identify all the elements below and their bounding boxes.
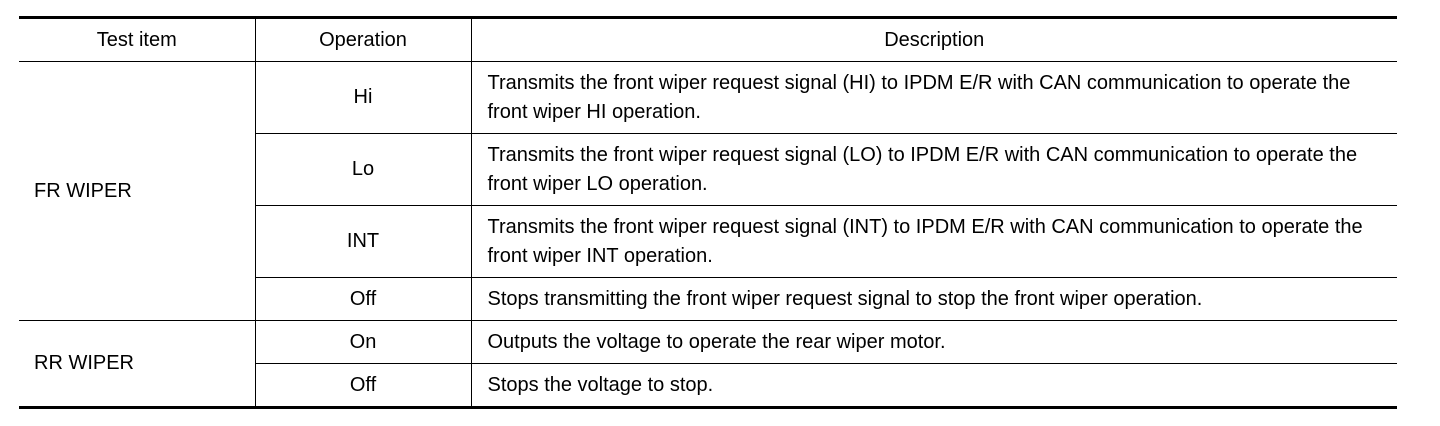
- wiper-test-table: Test item Operation Description FR WIPER…: [19, 16, 1397, 409]
- description-cell: Outputs the voltage to operate the rear …: [470, 320, 1397, 364]
- test-item-rr-wiper: RR WIPER: [19, 320, 255, 409]
- table-row: FR WIPER Hi Transmits the front wiper re…: [19, 61, 1397, 321]
- description-cell: Transmits the front wiper request signal…: [470, 61, 1397, 134]
- operation-cell: On: [254, 320, 471, 364]
- description-cell: Stops transmitting the front wiper reque…: [470, 277, 1397, 321]
- table-row: INT Transmits the front wiper request si…: [19, 205, 1397, 278]
- operation-cell: Hi: [254, 61, 471, 134]
- table-row: Off Stops the voltage to stop.: [19, 363, 1397, 409]
- header-row: Test item Operation Description: [19, 16, 1397, 62]
- operation-cell: Off: [254, 363, 471, 409]
- table-row: Off Stops transmitting the front wiper r…: [19, 277, 1397, 321]
- table-row: Lo Transmits the front wiper request sig…: [19, 133, 1397, 206]
- table-row: RR WIPER On Outputs the voltage to opera…: [19, 320, 1397, 409]
- description-cell: Transmits the front wiper request signal…: [470, 205, 1397, 278]
- header-description: Description: [470, 16, 1397, 62]
- description-cell: Transmits the front wiper request signal…: [470, 133, 1397, 206]
- description-cell: Stops the voltage to stop.: [470, 363, 1397, 409]
- header-operation: Operation: [254, 16, 471, 62]
- header-test-item: Test item: [19, 16, 255, 62]
- test-item-fr-wiper: FR WIPER: [19, 61, 255, 321]
- operation-cell: Lo: [254, 133, 471, 206]
- operation-cell: INT: [254, 205, 471, 278]
- operation-cell: Off: [254, 277, 471, 321]
